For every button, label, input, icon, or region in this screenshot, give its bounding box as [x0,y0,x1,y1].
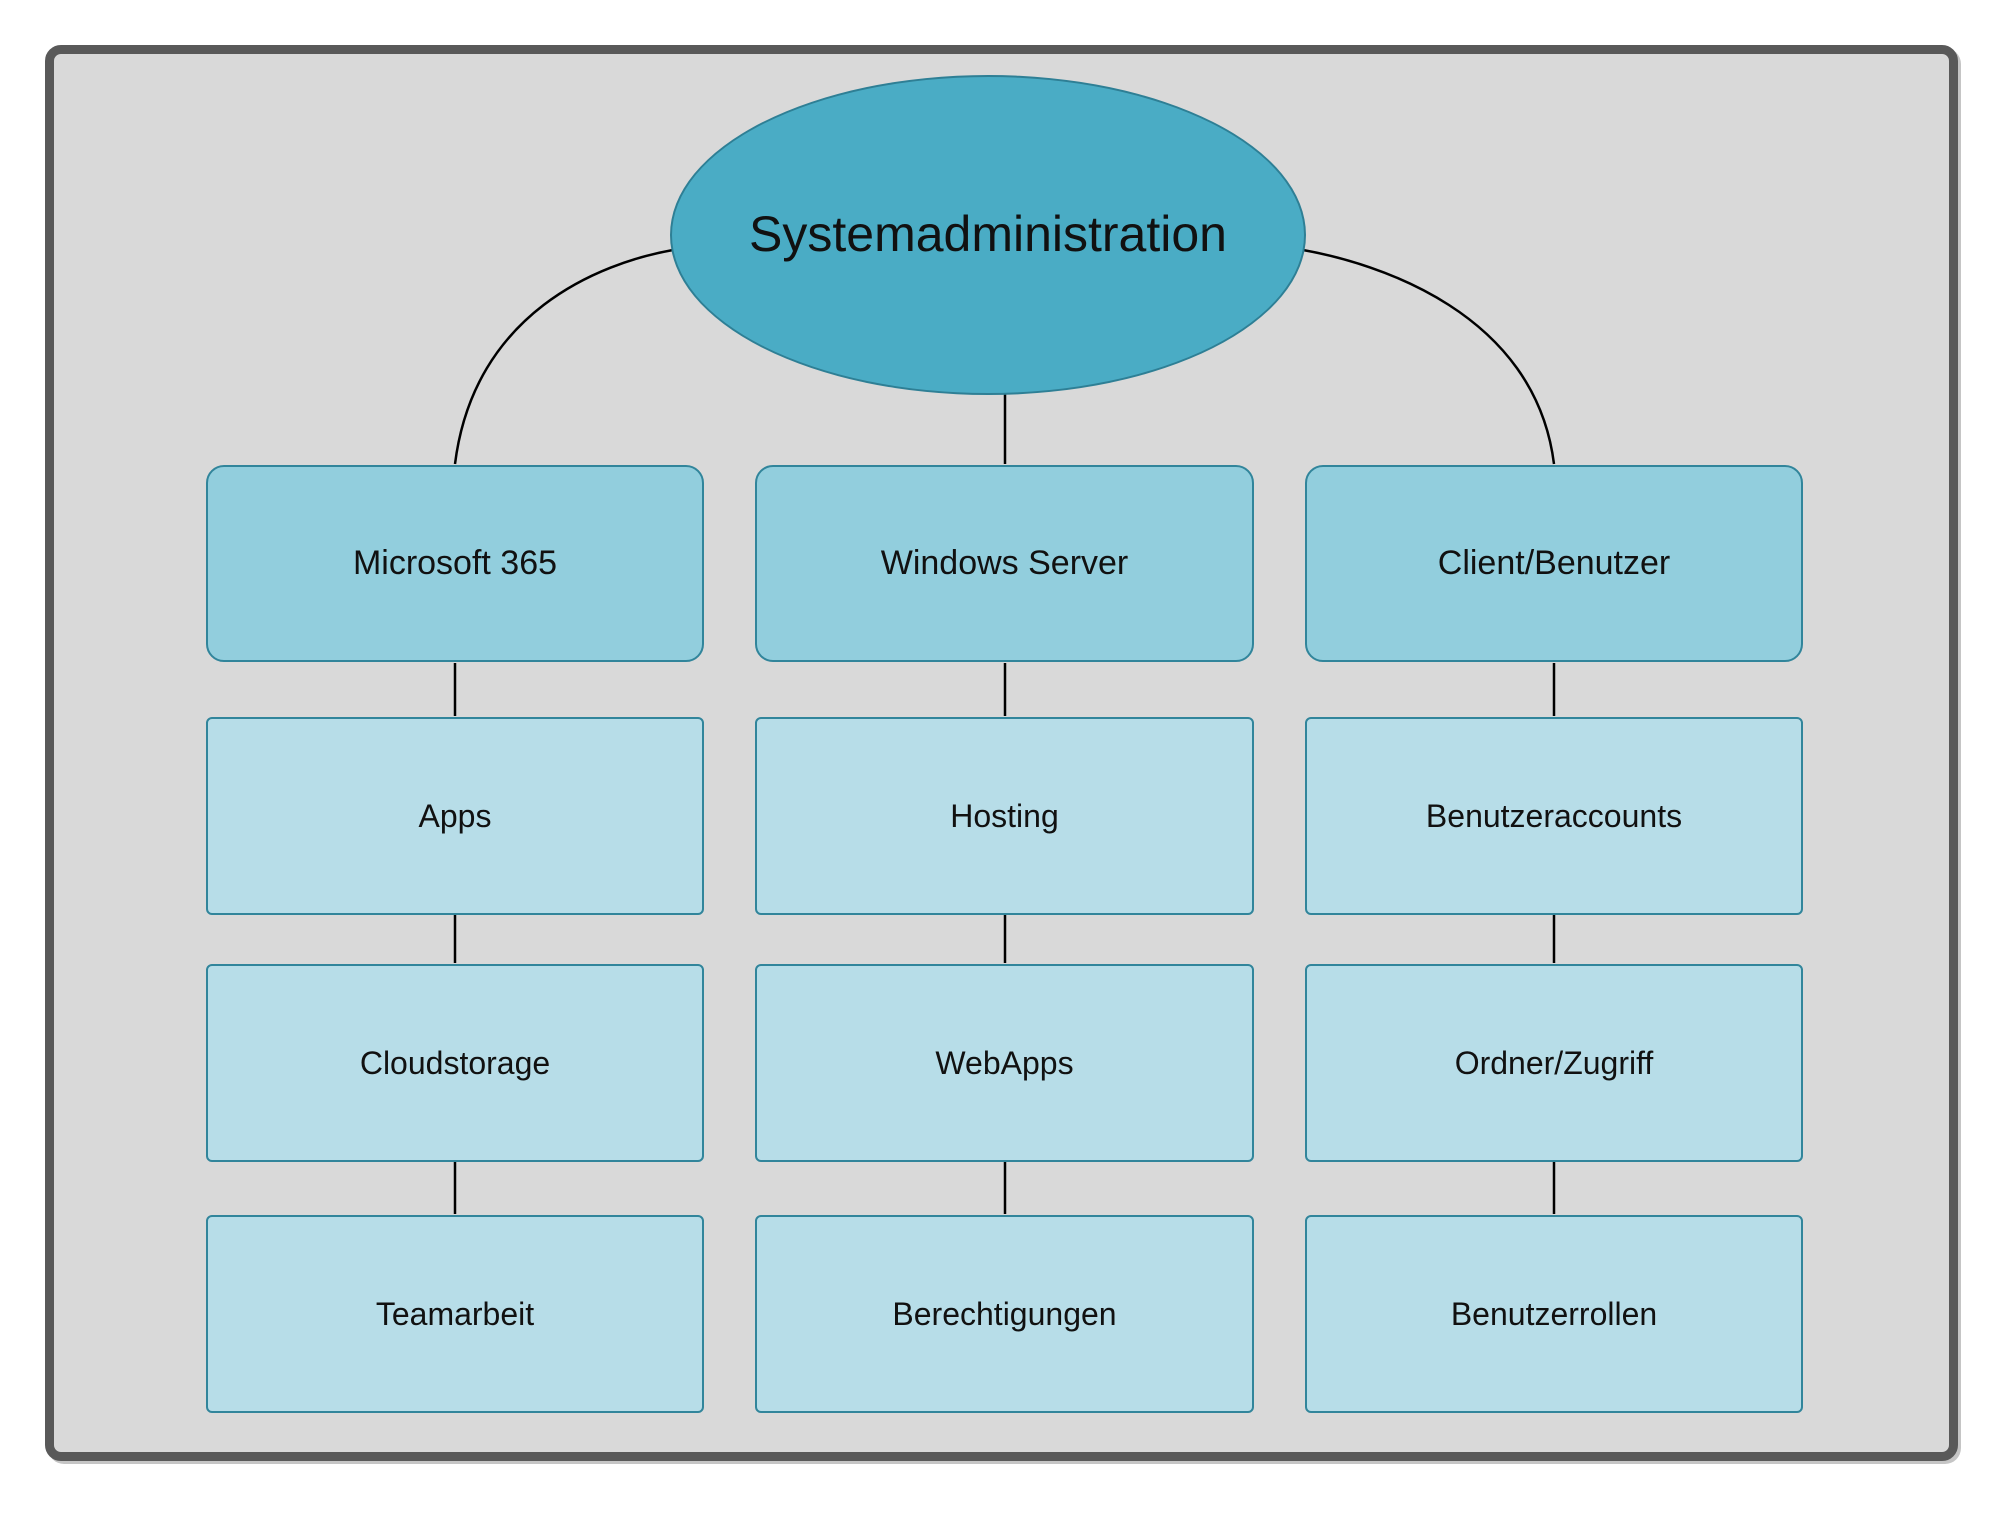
child-node-apps: Apps [206,717,704,915]
child-node-benutzerrollen: Benutzerrollen [1305,1215,1803,1413]
parent-node-windows-server: Windows Server [755,465,1254,662]
child-node-label: Teamarbeit [375,1295,535,1332]
child-node-label: Apps [418,797,492,834]
child-node-label: Hosting [950,797,1059,834]
child-node-label: Benutzeraccounts [1425,797,1683,834]
parent-node-label: Windows Server [880,543,1129,582]
child-node-ordner-zugriff: Ordner/Zugriff [1305,964,1803,1162]
child-node-berechtigungen: Berechtigungen [755,1215,1254,1413]
child-node-label: Benutzerrollen [1450,1295,1658,1332]
root-node-label: Systemadministration [749,206,1227,263]
child-node-label: Berechtigungen [892,1295,1117,1332]
child-node-label: Cloudstorage [359,1044,551,1081]
child-node-hosting: Hosting [755,717,1254,915]
child-node-label: Ordner/Zugriff [1454,1044,1654,1081]
parent-node-label: Microsoft 365 [352,543,558,582]
child-node-teamarbeit: Teamarbeit [206,1215,704,1413]
child-node-label: WebApps [935,1044,1074,1081]
child-node-webapps: WebApps [755,964,1254,1162]
child-node-benutzeraccounts: Benutzeraccounts [1305,717,1803,915]
root-node-systemadministration: Systemadministration [670,75,1306,395]
parent-node-client-benutzer: Client/Benutzer [1305,465,1803,662]
parent-node-label: Client/Benutzer [1437,543,1671,582]
child-node-cloudstorage: Cloudstorage [206,964,704,1162]
parent-node-microsoft365: Microsoft 365 [206,465,704,662]
